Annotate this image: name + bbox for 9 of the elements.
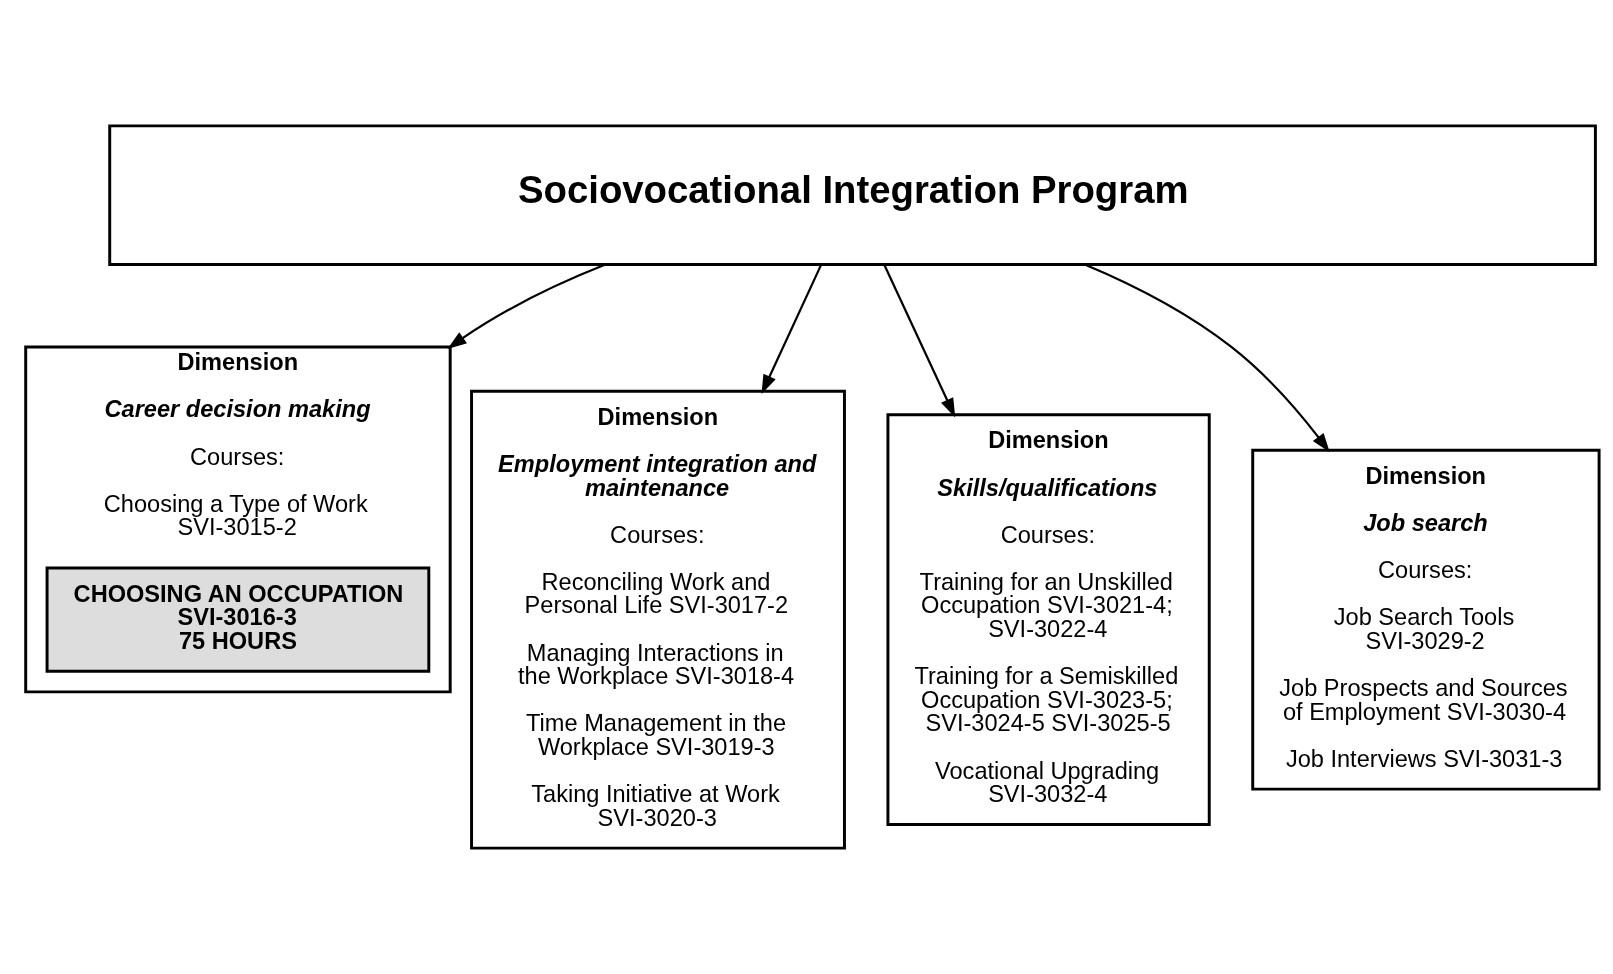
arrow bbox=[447, 263, 606, 349]
node-box: Dimension Employment integration and maintenance Courses: Reconciling Work and Personal Life SVI-3017-2 Managing Interactions in the Workplace SVI-3018-4 Time Management in the Workplace SVI-3019-3 Taking Initiative at Work SVI-3020-3 bbox=[470, 389, 846, 850]
arrow bbox=[1084, 263, 1330, 453]
node-box: Sociovocational Integration Program bbox=[108, 124, 1597, 266]
node-box: CHOOSING AN OCCUPATION SVI-3016-3 75 HOURS bbox=[45, 566, 431, 673]
node-box: Dimension Skills/qualifications Courses: Training for an Unskilled Occupation SVI-3021-4; SVI-3022-4 Training for a Semiskilled Occupation SVI-3023-5; SVI-3024-5 SVI-3025-5 Vocational Upgrading SVI-3032-4 bbox=[886, 413, 1211, 826]
arrow bbox=[883, 264, 956, 418]
node-box: Dimension Job search Courses: Job Search Tools SVI-3029-2 Job Prospects and Sources of Employment SVI-3030-4 Job Interviews SVI-3031-3 bbox=[1251, 448, 1601, 791]
arrow bbox=[761, 264, 823, 394]
